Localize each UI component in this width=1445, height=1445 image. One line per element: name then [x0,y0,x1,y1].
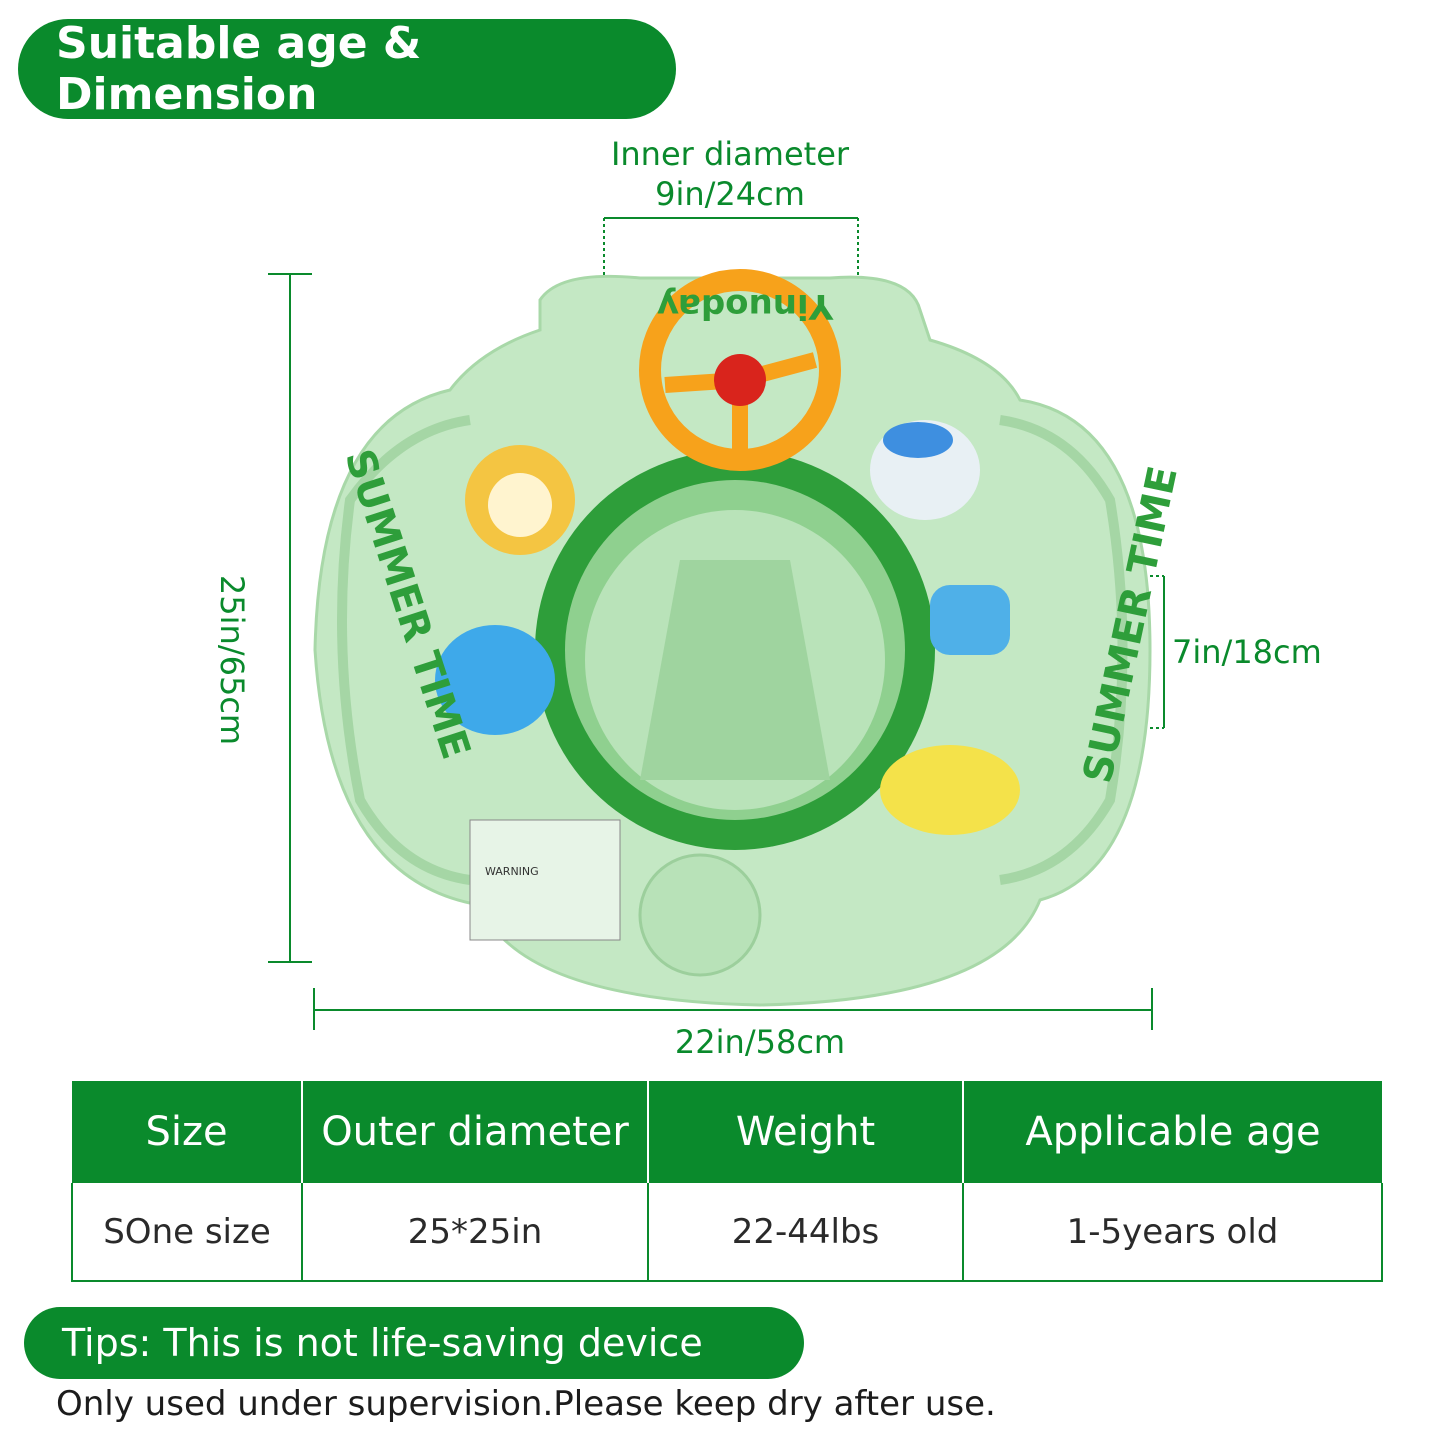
inner-diameter-label: Inner diameter 9in/24cm [580,134,880,214]
inner-diameter-value: 9in/24cm [655,175,805,213]
svg-text:WARNING: WARNING [485,865,539,878]
bear-sticker [930,585,1010,655]
spec-outer-diameter-value: 25*25in [301,1183,649,1282]
spec-row: SOne size 25*25in 22-44lbs 1-5years old [71,1183,1383,1282]
width-label: 22in/58cm [674,1023,846,1061]
spec-header-outer-diameter: Outer diameter [301,1081,648,1183]
svg-text:Yinuoday: Yinuoday [657,286,834,326]
spec-header-row: Size Outer diameter Weight Applicable ag… [72,1081,1382,1183]
inner-diameter-title: Inner diameter [610,135,850,173]
side-width-label: 7in/18cm [1172,633,1322,671]
product-illustration: WARNING Yinuoday SUMMER TIME SUMMER TIME [268,217,1187,1030]
spec-table: Size Outer diameter Weight Applicable ag… [71,1081,1383,1282]
section-title: Suitable age & Dimension [18,18,676,120]
crotch-strap [638,853,762,977]
giraffe-sticker [880,745,1020,835]
spec-size-value: SOne size [71,1183,303,1282]
spec-age-value: 1-5years old [962,1183,1383,1282]
elephant-sticker [435,625,555,735]
swim-float: WARNING Yinuoday SUMMER TIME SUMMER TIME [313,269,1187,1007]
seat-fabric [640,560,830,780]
spec-weight-value: 22-44lbs [647,1183,964,1282]
warning-label [469,819,621,941]
spec-header-age: Applicable age [962,1081,1382,1183]
tips-banner: Tips: This is not life-saving device [24,1307,804,1379]
horn-button [714,354,766,406]
height-label: 25in/65cm [213,574,251,746]
spec-header-size: Size [72,1081,302,1183]
spec-header-weight: Weight [647,1081,963,1183]
dimension-lines [268,217,1165,1030]
usage-note: Only used under supervision.Please keep … [56,1384,996,1424]
steering-wheel [639,269,841,471]
